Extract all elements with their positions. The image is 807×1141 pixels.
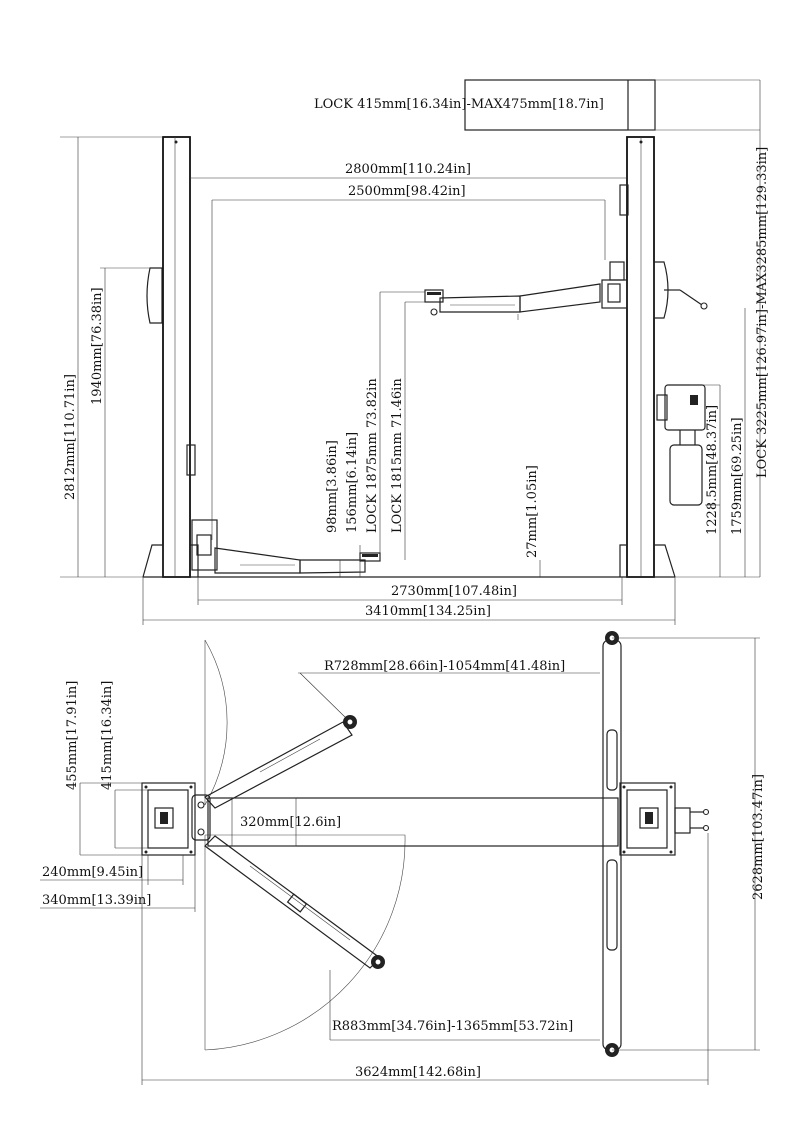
inner-span-label: 2730mm[107.48in]	[391, 584, 517, 599]
arm-radius-long-label: R883mm[34.76in]-1365mm[53.72in]	[332, 1019, 573, 1034]
column-height-label: 2812mm[110.71in]	[63, 374, 78, 500]
motor-pump	[656, 384, 706, 506]
dim-415-label: 415mm[16.34in]	[100, 681, 115, 790]
overall-length-label: 3624mm[142.68in]	[355, 1065, 481, 1080]
arc-short	[204, 639, 228, 806]
dim-240-label: 240mm[9.45in]	[42, 865, 143, 880]
front-dim-lines	[77, 80, 761, 625]
pad-lock-label: 98mm[3.86in]	[325, 440, 340, 533]
lift-lock-2-label: LOCK 1815mm 71.46in	[390, 378, 405, 533]
arc-long	[204, 834, 406, 1051]
left-arms	[204, 715, 385, 969]
right-base-plate	[602, 631, 710, 1057]
arm-span-label: 2500mm[98.42in]	[348, 184, 466, 199]
dim-455-label: 455mm[17.91in]	[65, 681, 80, 790]
lock-height-label: LOCK 415mm[16.34in]-MAX475mm[18.7in]	[314, 97, 604, 112]
motor-height-1-label: 1228.5mm[48.37in]	[705, 405, 720, 535]
dim-340-label: 340mm[13.39in]	[42, 893, 151, 908]
pad-max-label: 156mm[6.14in]	[345, 432, 360, 533]
right-column	[619, 136, 708, 578]
floor-plate-label: 27mm[1.05in]	[525, 465, 540, 558]
cross-beam	[207, 797, 619, 847]
lift-lock-1-label: LOCK 1875mm 73.82in	[365, 378, 380, 533]
total-height-label: LOCK 3225mm[126.97in]-MAX3285mm[129.33in…	[755, 147, 770, 478]
left-column	[60, 136, 199, 578]
top-view: R728mm[28.66in]-1054mm[41.48in] 320mm[12…	[40, 631, 766, 1085]
arm-radius-short-label: R728mm[28.66in]-1054mm[41.48in]	[324, 659, 565, 674]
column-span-label: 2800mm[110.24in]	[345, 162, 471, 177]
top-dim-lines	[40, 637, 760, 1085]
front-view: LOCK 415mm[16.34in]-MAX475mm[18.7in] 280…	[60, 79, 770, 625]
motor-height-2-label: 1759mm[69.25in]	[730, 417, 745, 535]
depth-label: 2628mm[103.47in]	[751, 774, 766, 900]
overall-width-label: 3410mm[134.25in]	[365, 604, 491, 619]
beam-width-label: 320mm[12.6in]	[240, 815, 341, 830]
carriage-height-label: 1940mm[76.38in]	[90, 287, 105, 405]
raised-arm	[424, 261, 628, 320]
top-lock-box	[464, 79, 760, 131]
left-base-plate	[141, 782, 211, 856]
